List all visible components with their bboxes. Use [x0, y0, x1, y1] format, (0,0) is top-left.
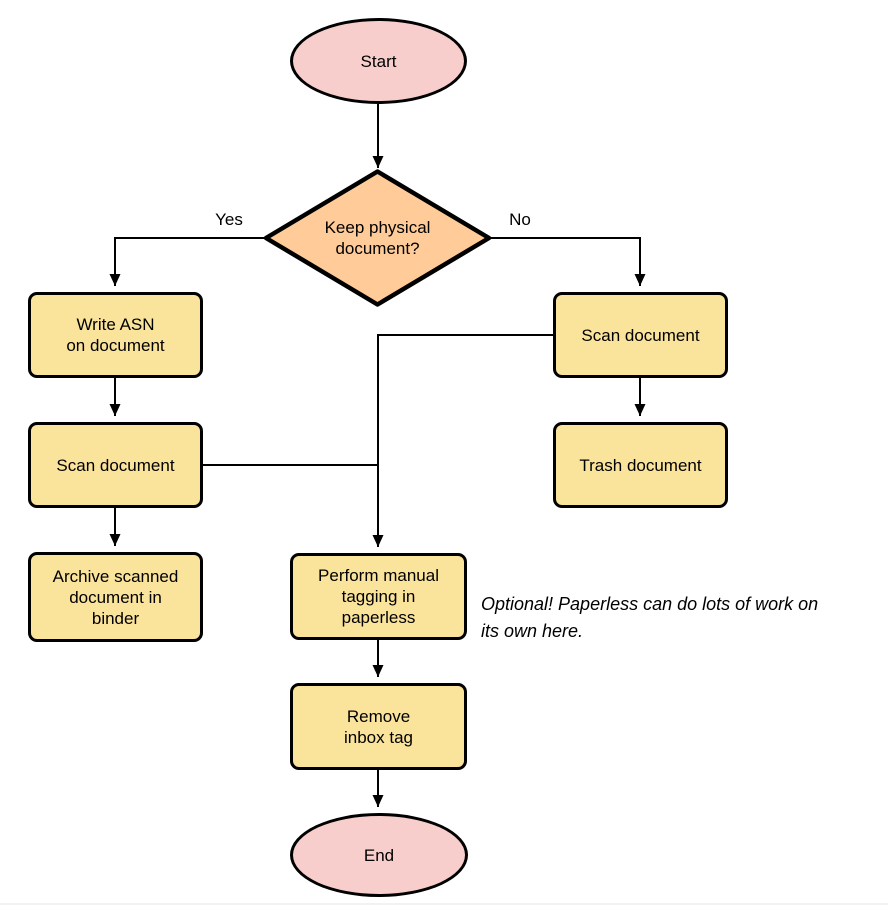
edge-decision-yes-to-write-asn — [109, 237, 265, 286]
bottom-divider — [0, 903, 888, 905]
node-archive-scanned-document: Archive scanned document in binder — [28, 552, 203, 642]
node-trash-label: Trash document — [579, 455, 702, 475]
node-decision-keep-physical-document: Keep physical document? — [263, 169, 492, 307]
node-start: Start — [290, 18, 467, 104]
node-write-asn-label: Write ASN on document — [66, 315, 165, 355]
node-write-asn-on-document: Write ASN on document — [28, 292, 203, 378]
node-decision-label: Keep physical document? — [324, 218, 431, 258]
edge-label-no: No — [509, 210, 531, 229]
node-end: End — [290, 813, 468, 897]
node-remove-inbox-tag: Remove inbox tag — [290, 683, 467, 770]
edge-label-yes: Yes — [215, 210, 243, 229]
note-optional-paperless: Optional! Paperless can do lots of work … — [481, 594, 819, 641]
decision-diamond-shape — [263, 169, 492, 307]
edge-decision-no-to-scan-right — [490, 237, 646, 286]
node-remove-inbox-label: Remove inbox tag — [344, 706, 413, 747]
node-trash-document: Trash document — [553, 422, 728, 508]
node-tagging-label: Perform manual tagging in paperless — [318, 566, 439, 627]
node-start-label: Start — [360, 51, 397, 71]
node-perform-manual-tagging: Perform manual tagging in paperless — [290, 553, 467, 640]
node-archive-label: Archive scanned document in binder — [52, 566, 179, 628]
node-scan-left-label: Scan document — [56, 455, 175, 475]
node-end-label: End — [363, 845, 395, 865]
node-scan-document-left: Scan document — [28, 422, 203, 508]
edge-scan-right-to-tagging — [372, 334, 553, 547]
node-scan-document-right: Scan document — [553, 292, 728, 378]
node-scan-right-label: Scan document — [581, 325, 700, 345]
